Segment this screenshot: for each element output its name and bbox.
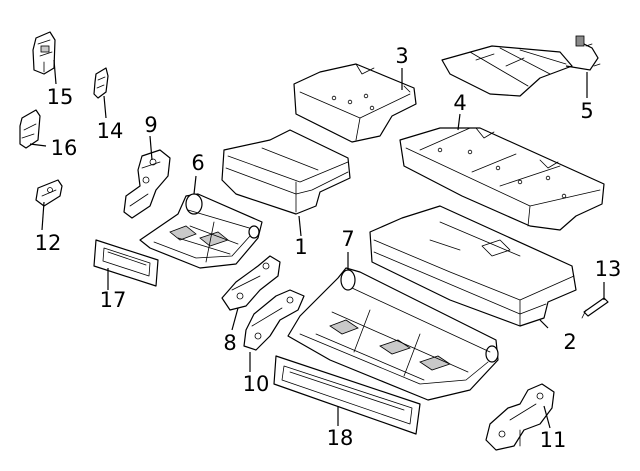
callout-2: 2	[563, 330, 576, 354]
callout-13: 13	[595, 257, 622, 281]
part-14-clip[interactable]	[93, 67, 109, 99]
part-11-bracket[interactable]	[485, 383, 555, 451]
part-17-trim-strip[interactable]	[93, 239, 159, 287]
callout-15: 15	[47, 85, 74, 109]
callout-17: 17	[100, 288, 127, 312]
part-7-large-seat-frame[interactable]	[287, 267, 499, 401]
part-9-hinge-bracket[interactable]	[123, 149, 171, 219]
part-8-bracket[interactable]	[221, 255, 281, 311]
part-18-trim-strip[interactable]	[273, 355, 421, 435]
callout-12: 12	[35, 231, 62, 255]
callout-7: 7	[341, 227, 354, 251]
callout-6: 6	[191, 151, 204, 175]
part-3-seat-back[interactable]	[293, 63, 417, 143]
callout-16: 16	[51, 136, 78, 160]
part-16-bracket[interactable]	[19, 109, 41, 149]
part-2-large-seat-cushion[interactable]	[369, 205, 577, 327]
part-4-large-seat-back[interactable]	[399, 127, 605, 231]
callout-labels: 1 2 3 4 5 6 7 8 9 10 11 12 13 14 15 16 1…	[35, 44, 622, 452]
part-5-seat-heater[interactable]	[441, 35, 601, 97]
callout-14: 14	[97, 119, 124, 143]
callout-1: 1	[294, 235, 307, 259]
callout-10: 10	[243, 372, 270, 396]
part-6-seat-frame[interactable]	[139, 193, 263, 269]
leader-lines	[29, 59, 605, 429]
callout-9: 9	[144, 113, 157, 137]
part-10-bracket[interactable]	[243, 289, 305, 351]
callout-18: 18	[327, 426, 354, 450]
part-12-bracket[interactable]	[35, 179, 63, 207]
callout-4: 4	[453, 91, 466, 115]
callout-3: 3	[395, 44, 408, 68]
part-15-bracket[interactable]	[32, 31, 56, 75]
callout-5: 5	[580, 99, 593, 123]
callout-8: 8	[223, 331, 236, 355]
callout-11: 11	[540, 428, 567, 452]
part-13-pin[interactable]	[581, 297, 609, 319]
part-1-seat-cushion[interactable]	[221, 129, 351, 215]
